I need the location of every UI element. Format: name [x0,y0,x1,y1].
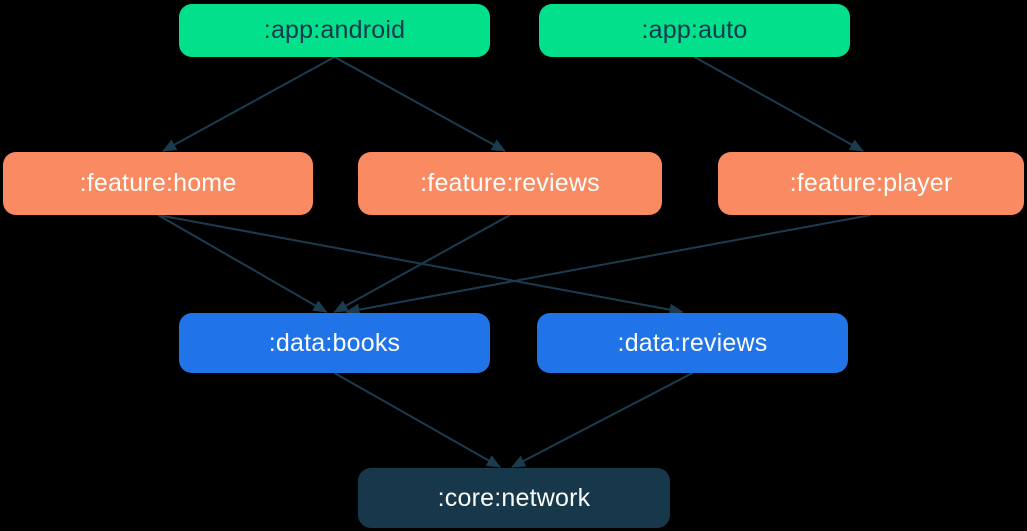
module-node-label: :app:auto [641,16,748,44]
module-node-feature-player: :feature:player [718,152,1024,215]
module-node-label: :feature:home [79,169,237,197]
dependency-edge-feature-player-to-data-books [345,214,872,316]
module-node-data-books: :data:books [179,313,490,373]
module-node-label: :core:network [437,483,591,512]
module-node-app-auto: :app:auto [539,4,850,57]
dependency-edge-feature-home-to-data-books [157,214,328,313]
module-node-label: :data:books [268,328,401,357]
dependency-edge-app-android-to-feature-home [162,56,335,152]
module-node-label: :app:android [263,16,406,44]
module-node-app-android: :app:android [179,4,490,57]
dependency-edge-data-books-to-core-network [334,372,501,468]
module-node-label: :feature:player [789,169,953,197]
module-node-core-network: :core:network [358,468,670,528]
module-node-data-reviews: :data:reviews [537,313,848,373]
module-node-label: :data:reviews [617,328,768,357]
dependency-edge-data-reviews-to-core-network [511,372,693,468]
module-node-feature-home: :feature:home [3,152,313,215]
dependency-edge-feature-home-to-data-reviews [157,214,684,316]
dependency-edge-feature-reviews-to-data-books [333,214,511,313]
module-node-label: :feature:reviews [420,169,600,197]
dependency-edge-app-auto-to-feature-player [694,56,864,152]
module-node-feature-reviews: :feature:reviews [358,152,662,215]
dependency-edge-app-android-to-feature-reviews [334,56,506,152]
